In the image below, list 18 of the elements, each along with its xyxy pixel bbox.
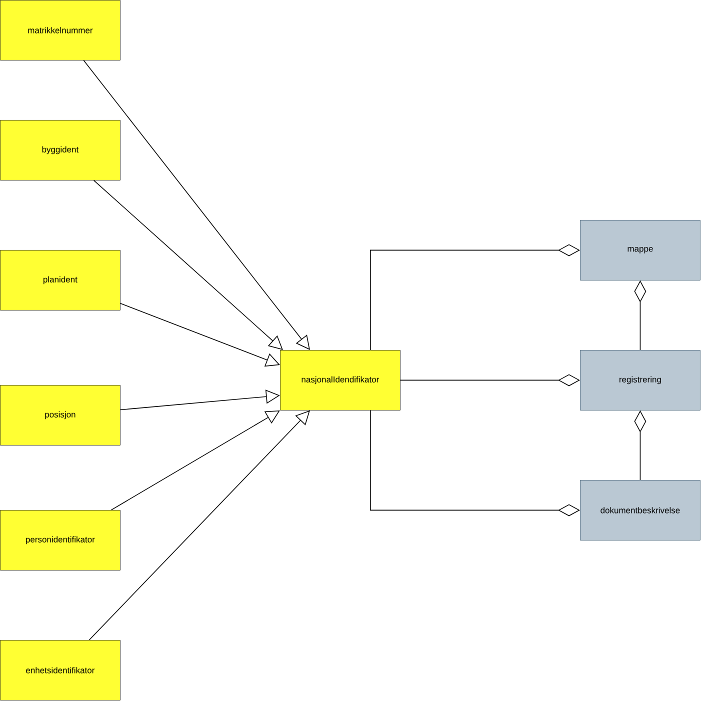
aggregation-line bbox=[370, 244, 580, 350]
class-box: mappe bbox=[580, 220, 700, 280]
generalization-arrow bbox=[120, 390, 280, 410]
class-box: planident bbox=[0, 250, 120, 310]
class-box: nasjonalIdendifikator bbox=[280, 350, 400, 410]
class-box: posisjon bbox=[0, 385, 120, 446]
generalization-arrow bbox=[120, 303, 280, 367]
aggregation-line bbox=[370, 410, 580, 516]
class-box: byggident bbox=[0, 120, 120, 180]
generalization-arrow bbox=[83, 60, 310, 350]
class-box: dokumentbeskrivelse bbox=[580, 480, 700, 540]
aggregation-line bbox=[400, 374, 580, 386]
class-box: matrikkelnummer bbox=[0, 0, 120, 60]
generalization-arrow bbox=[93, 180, 283, 350]
class-box: enhetsidentifikator bbox=[0, 640, 120, 700]
class-box: registrering bbox=[580, 350, 700, 410]
class-box: personidentifikator bbox=[0, 510, 120, 570]
generalization-arrow bbox=[110, 410, 280, 510]
